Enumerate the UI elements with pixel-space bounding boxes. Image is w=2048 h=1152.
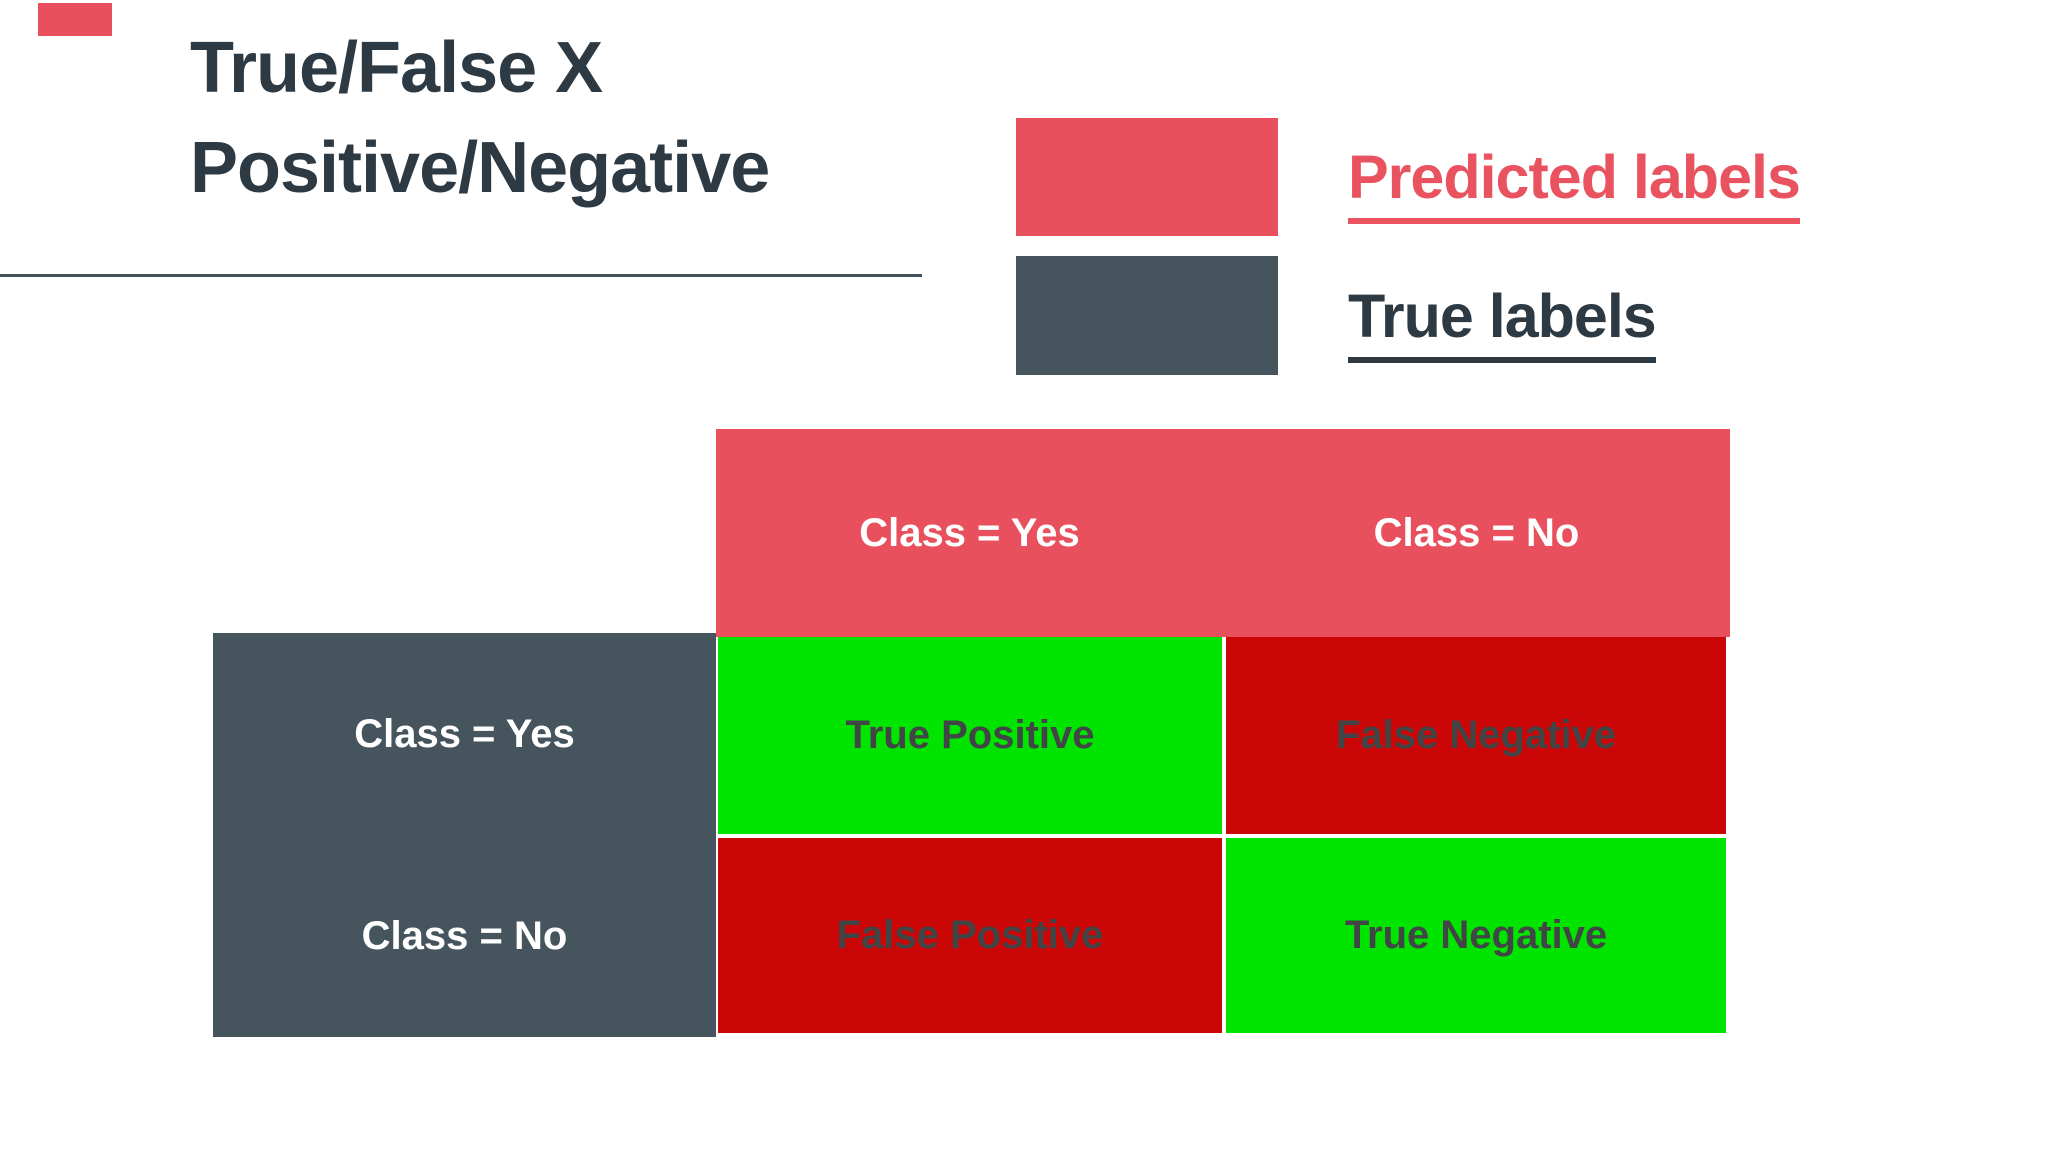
matrix-predicted-header-row: Class = Yes Class = No [716, 429, 1730, 637]
matrix-cell-true-positive: True Positive [718, 637, 1222, 834]
page-title-line-1: True/False X [190, 28, 603, 108]
matrix-cell-false-positive: False Positive [718, 838, 1222, 1033]
matrix-cell-false-negative: False Negative [1226, 637, 1726, 834]
matrix-predicted-header-class-yes: Class = Yes [859, 510, 1080, 555]
matrix-true-header-class-no: Class = No [361, 913, 568, 958]
matrix-true-header-class-yes: Class = Yes [354, 711, 575, 756]
page-title-line-2: Positive/Negative [190, 128, 770, 208]
matrix-predicted-header-class-no: Class = No [1373, 510, 1580, 555]
legend-label-predicted-labels: Predicted labels [1348, 142, 1801, 224]
corner-accent-mark [38, 3, 112, 36]
legend-swatch-true-labels [1016, 256, 1278, 375]
legend-swatch-predicted-labels [1016, 118, 1278, 236]
matrix-true-header-column: Class = Yes Class = No [213, 633, 716, 1037]
page-title: True/False X Positive/Negative [190, 18, 770, 218]
legend-label-true-labels: True labels [1348, 281, 1657, 363]
matrix-cell-true-negative: True Negative [1226, 838, 1726, 1033]
title-divider-line [0, 274, 922, 277]
